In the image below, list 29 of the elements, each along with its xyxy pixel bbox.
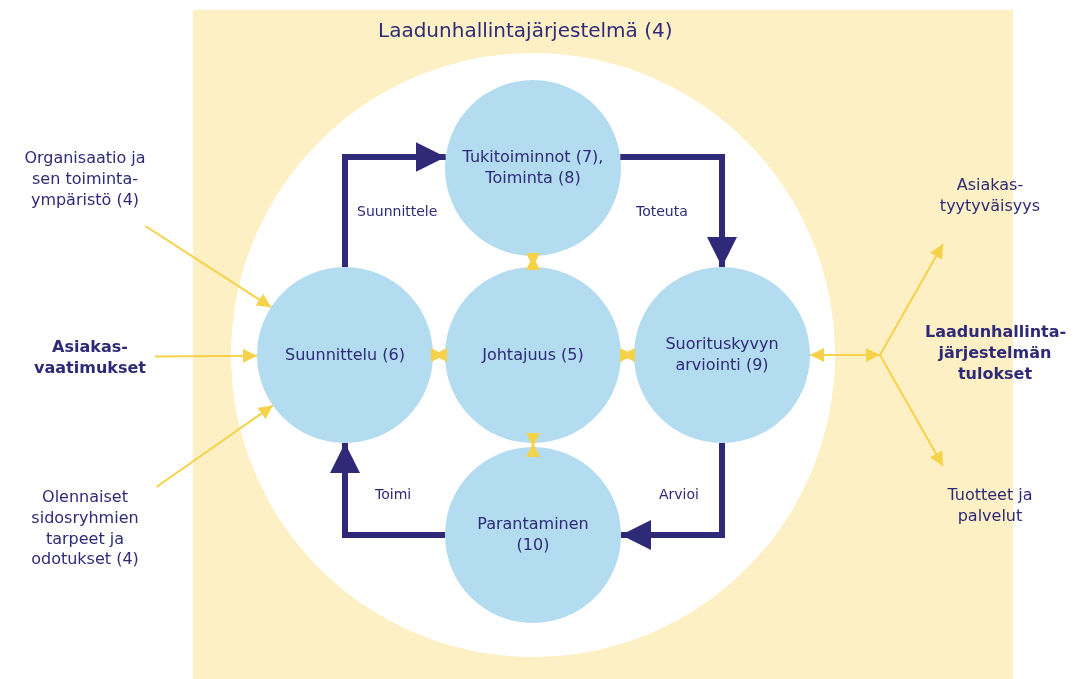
node-label: Parantaminen (10) bbox=[476, 514, 590, 556]
connector-arrow bbox=[526, 433, 540, 457]
flow-arrow bbox=[330, 443, 445, 538]
edge-label: Toteuta bbox=[634, 203, 690, 219]
text-label: Tuotteet ja palvelut bbox=[935, 485, 1045, 533]
connector-arrow bbox=[155, 404, 274, 488]
node-label: Suorituskyvyn arviointi (9) bbox=[664, 334, 780, 376]
connector-arrow bbox=[431, 348, 447, 362]
text-label: Asiakas- vaatimukset bbox=[25, 337, 155, 377]
connector-arrow bbox=[620, 348, 635, 362]
edge-label: Arvioi bbox=[657, 486, 701, 502]
flow-arrow bbox=[621, 443, 725, 550]
connector-arrow bbox=[144, 225, 273, 309]
text-label: Laadunhallinta- järjestelmän tulokset bbox=[880, 322, 1080, 388]
node-label: Johtajuus (5) bbox=[482, 344, 584, 366]
edge-label: Suunnittele bbox=[355, 203, 440, 219]
node-label: Suunnittelu (6) bbox=[285, 344, 405, 366]
connector-arrow bbox=[154, 348, 258, 363]
system-title: Laadunhallintajärjestelmä (4) bbox=[378, 18, 673, 42]
connector-arrow bbox=[526, 253, 540, 270]
text-label: Olennaiset sidosryhmien tarpeet ja odotukset (4) bbox=[10, 487, 160, 587]
connector-arrow bbox=[879, 243, 944, 356]
node-label: Tukitoiminnot (7), Toiminta (8) bbox=[461, 147, 605, 189]
text-label: Asiakas- tyytyväisyys bbox=[925, 175, 1055, 222]
flow-arrow bbox=[342, 142, 446, 267]
flow-arrow bbox=[620, 154, 737, 267]
text-label: Organisaatio ja sen toiminta- ympäristö (4) bbox=[10, 148, 160, 226]
connector-arrow bbox=[809, 348, 881, 362]
connector-arrow bbox=[879, 354, 944, 467]
